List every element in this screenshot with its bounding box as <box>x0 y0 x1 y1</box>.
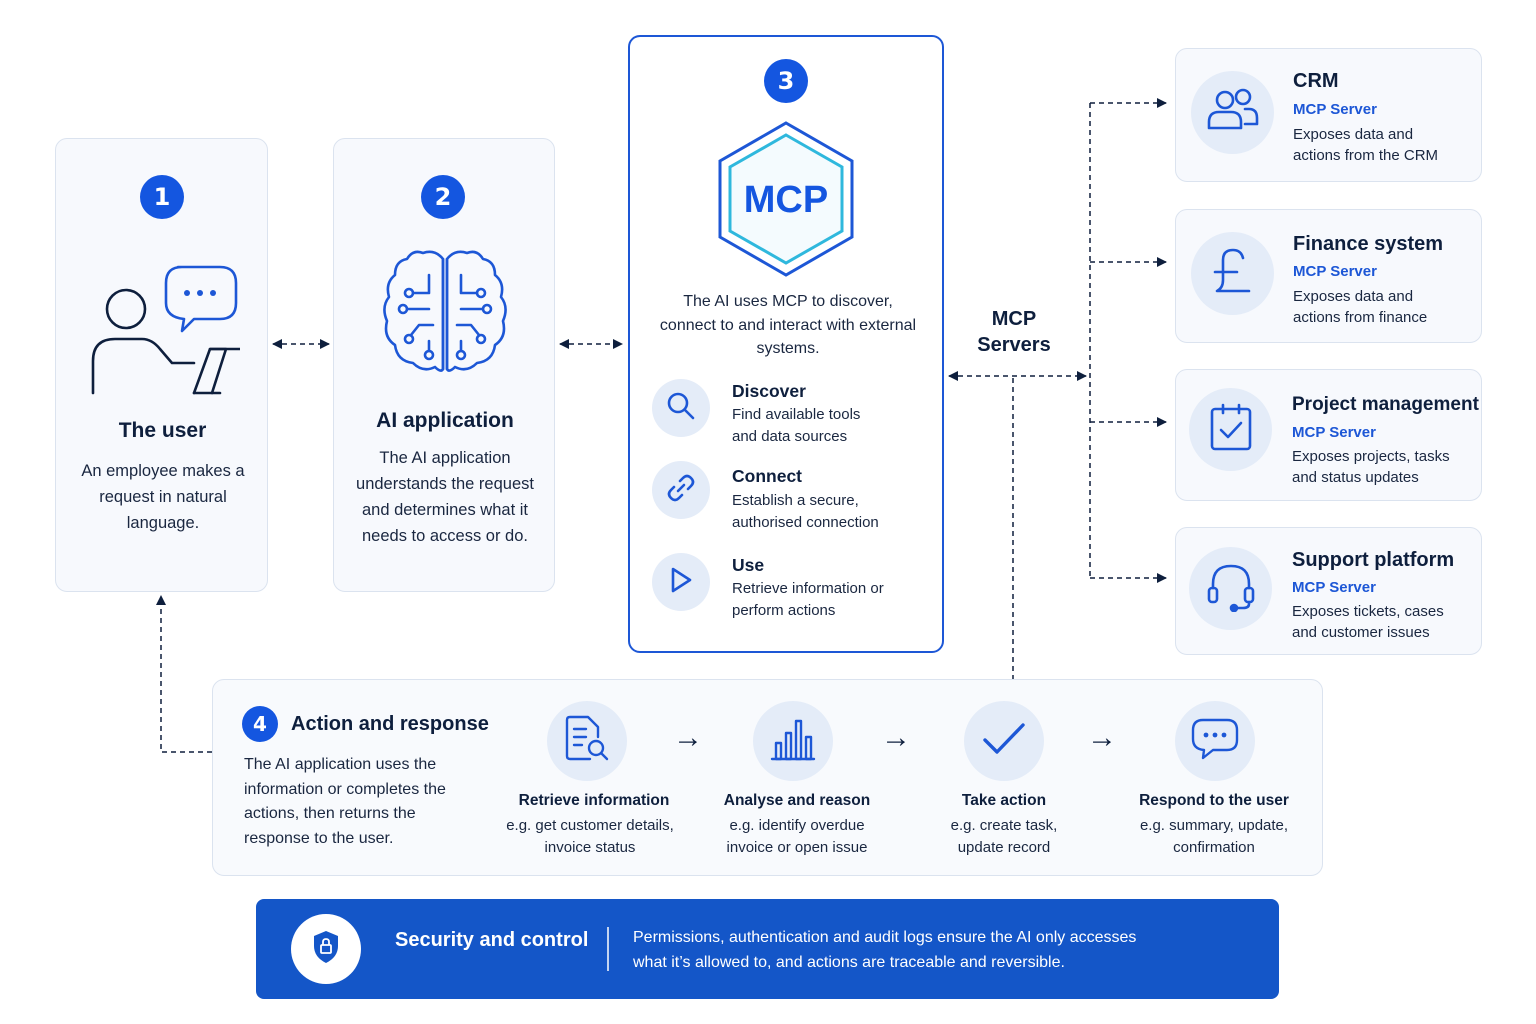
use-step-description: Retrieve information or perform actions <box>732 580 884 619</box>
headset-icon <box>1205 560 1257 617</box>
ai-application-card: 2 AI application The AI application unde… <box>333 138 555 592</box>
document-search-icon <box>564 715 610 768</box>
ai-card-description: The AI application understands the reque… <box>356 449 534 545</box>
project-management-title: Project management <box>1292 394 1479 415</box>
discover-step-title: Discover <box>732 381 806 401</box>
user-card: 1 The user An employee makes a request i… <box>55 138 268 592</box>
analyse-icon-circle <box>753 701 833 781</box>
take-action-title: Take action <box>961 792 1047 809</box>
crm-subtitle: MCP Server <box>1293 101 1377 118</box>
mcp-card: 3 MCP The AI uses MCP to discover, conne… <box>628 35 944 653</box>
crm-title: CRM <box>1293 70 1339 92</box>
analyse-title: Analyse and reason <box>723 792 871 809</box>
connect-step-description: Establish a secure, authorised connectio… <box>732 492 879 531</box>
respond-icon-circle <box>1175 701 1255 781</box>
server-card-project-management: Project management MCP Server Exposes pr… <box>1175 369 1482 501</box>
retrieve-title: Retrieve information <box>518 792 670 809</box>
use-step-title: Use <box>732 555 765 575</box>
take-action-description: e.g. create task, update record <box>950 817 1058 856</box>
action-card-title: Action and response <box>291 713 489 735</box>
project-icon-circle <box>1189 388 1272 471</box>
analyse-description: e.g. identify overdue invoice or open is… <box>726 817 868 856</box>
mcp-card-description: The AI uses MCP to discover, connect to … <box>659 293 917 357</box>
support-platform-subtitle: MCP Server <box>1292 579 1376 596</box>
finance-title: Finance system <box>1293 233 1444 255</box>
security-divider <box>607 927 609 971</box>
server-card-crm: CRM MCP Server Exposes data and actions … <box>1175 48 1482 182</box>
step-number-4: 4 <box>242 706 278 742</box>
retrieve-description: e.g. get customer details, invoice statu… <box>506 817 674 856</box>
security-text: Permissions, authentication and audit lo… <box>633 929 1137 971</box>
pound-icon <box>1213 248 1253 299</box>
finance-subtitle: MCP Server <box>1293 263 1377 280</box>
mcp-logo-text: MCP <box>743 179 829 221</box>
ai-card-title: AI application <box>376 409 514 432</box>
brain-circuit-icon <box>379 245 511 377</box>
crm-icon-circle <box>1191 71 1274 154</box>
server-card-support-platform: Support platform MCP Server Exposes tick… <box>1175 527 1482 655</box>
support-platform-description: Exposes tickets, cases and customer issu… <box>1292 603 1444 641</box>
user-card-title: The user <box>118 419 207 442</box>
chat-bubble-icon <box>1191 717 1239 766</box>
flow-arrow-3: → <box>1087 721 1117 754</box>
finance-icon-circle <box>1191 232 1274 315</box>
action-response-card: 4 Action and response The AI application… <box>212 679 1323 876</box>
discover-step-description: Find available tools and data sources <box>732 406 861 445</box>
server-card-finance: Finance system MCP Server Exposes data a… <box>1175 209 1482 343</box>
users-icon <box>1207 88 1259 137</box>
shield-lock-icon <box>311 929 341 970</box>
security-banner: Security and control Permissions, authen… <box>256 899 1279 999</box>
discover-icon-circle <box>652 379 710 437</box>
clipboard-check-icon <box>1209 403 1253 456</box>
action-card-description: The AI application uses the information … <box>244 756 446 847</box>
project-management-description: Exposes projects, tasks and status updat… <box>1292 448 1450 486</box>
connect-step-title: Connect <box>732 466 802 486</box>
link-icon <box>666 473 696 508</box>
take-action-icon-circle <box>964 701 1044 781</box>
user-laptop-icon <box>90 257 262 397</box>
play-icon <box>668 566 694 599</box>
security-icon-circle <box>291 914 361 984</box>
search-icon <box>666 391 696 426</box>
respond-description: e.g. summary, update, confirmation <box>1139 817 1289 856</box>
use-icon-circle <box>652 553 710 611</box>
step-number-2: 2 <box>421 175 465 219</box>
finance-description: Exposes data and actions from finance <box>1293 288 1428 326</box>
support-icon-circle <box>1189 547 1272 630</box>
connect-icon-circle <box>652 461 710 519</box>
security-title: Security and control <box>395 929 589 951</box>
crm-description: Exposes data and actions from the CRM <box>1293 126 1439 164</box>
support-platform-title: Support platform <box>1292 549 1455 571</box>
step-number-3: 3 <box>764 59 808 103</box>
user-card-description: An employee makes a request in natural l… <box>81 462 245 532</box>
retrieve-icon-circle <box>547 701 627 781</box>
action-user-connector <box>156 595 212 753</box>
flow-arrow-1: → <box>673 721 703 754</box>
project-management-subtitle: MCP Server <box>1292 424 1376 441</box>
flow-arrow-2: → <box>881 721 911 754</box>
step-number-1: 1 <box>140 175 184 219</box>
mcp-hexagon-logo <box>714 119 858 279</box>
mcp-servers-label: MCP Servers <box>977 308 1051 356</box>
respond-title: Respond to the user <box>1139 792 1289 809</box>
checkmark-icon <box>982 721 1026 762</box>
bar-chart-icon <box>770 717 816 766</box>
